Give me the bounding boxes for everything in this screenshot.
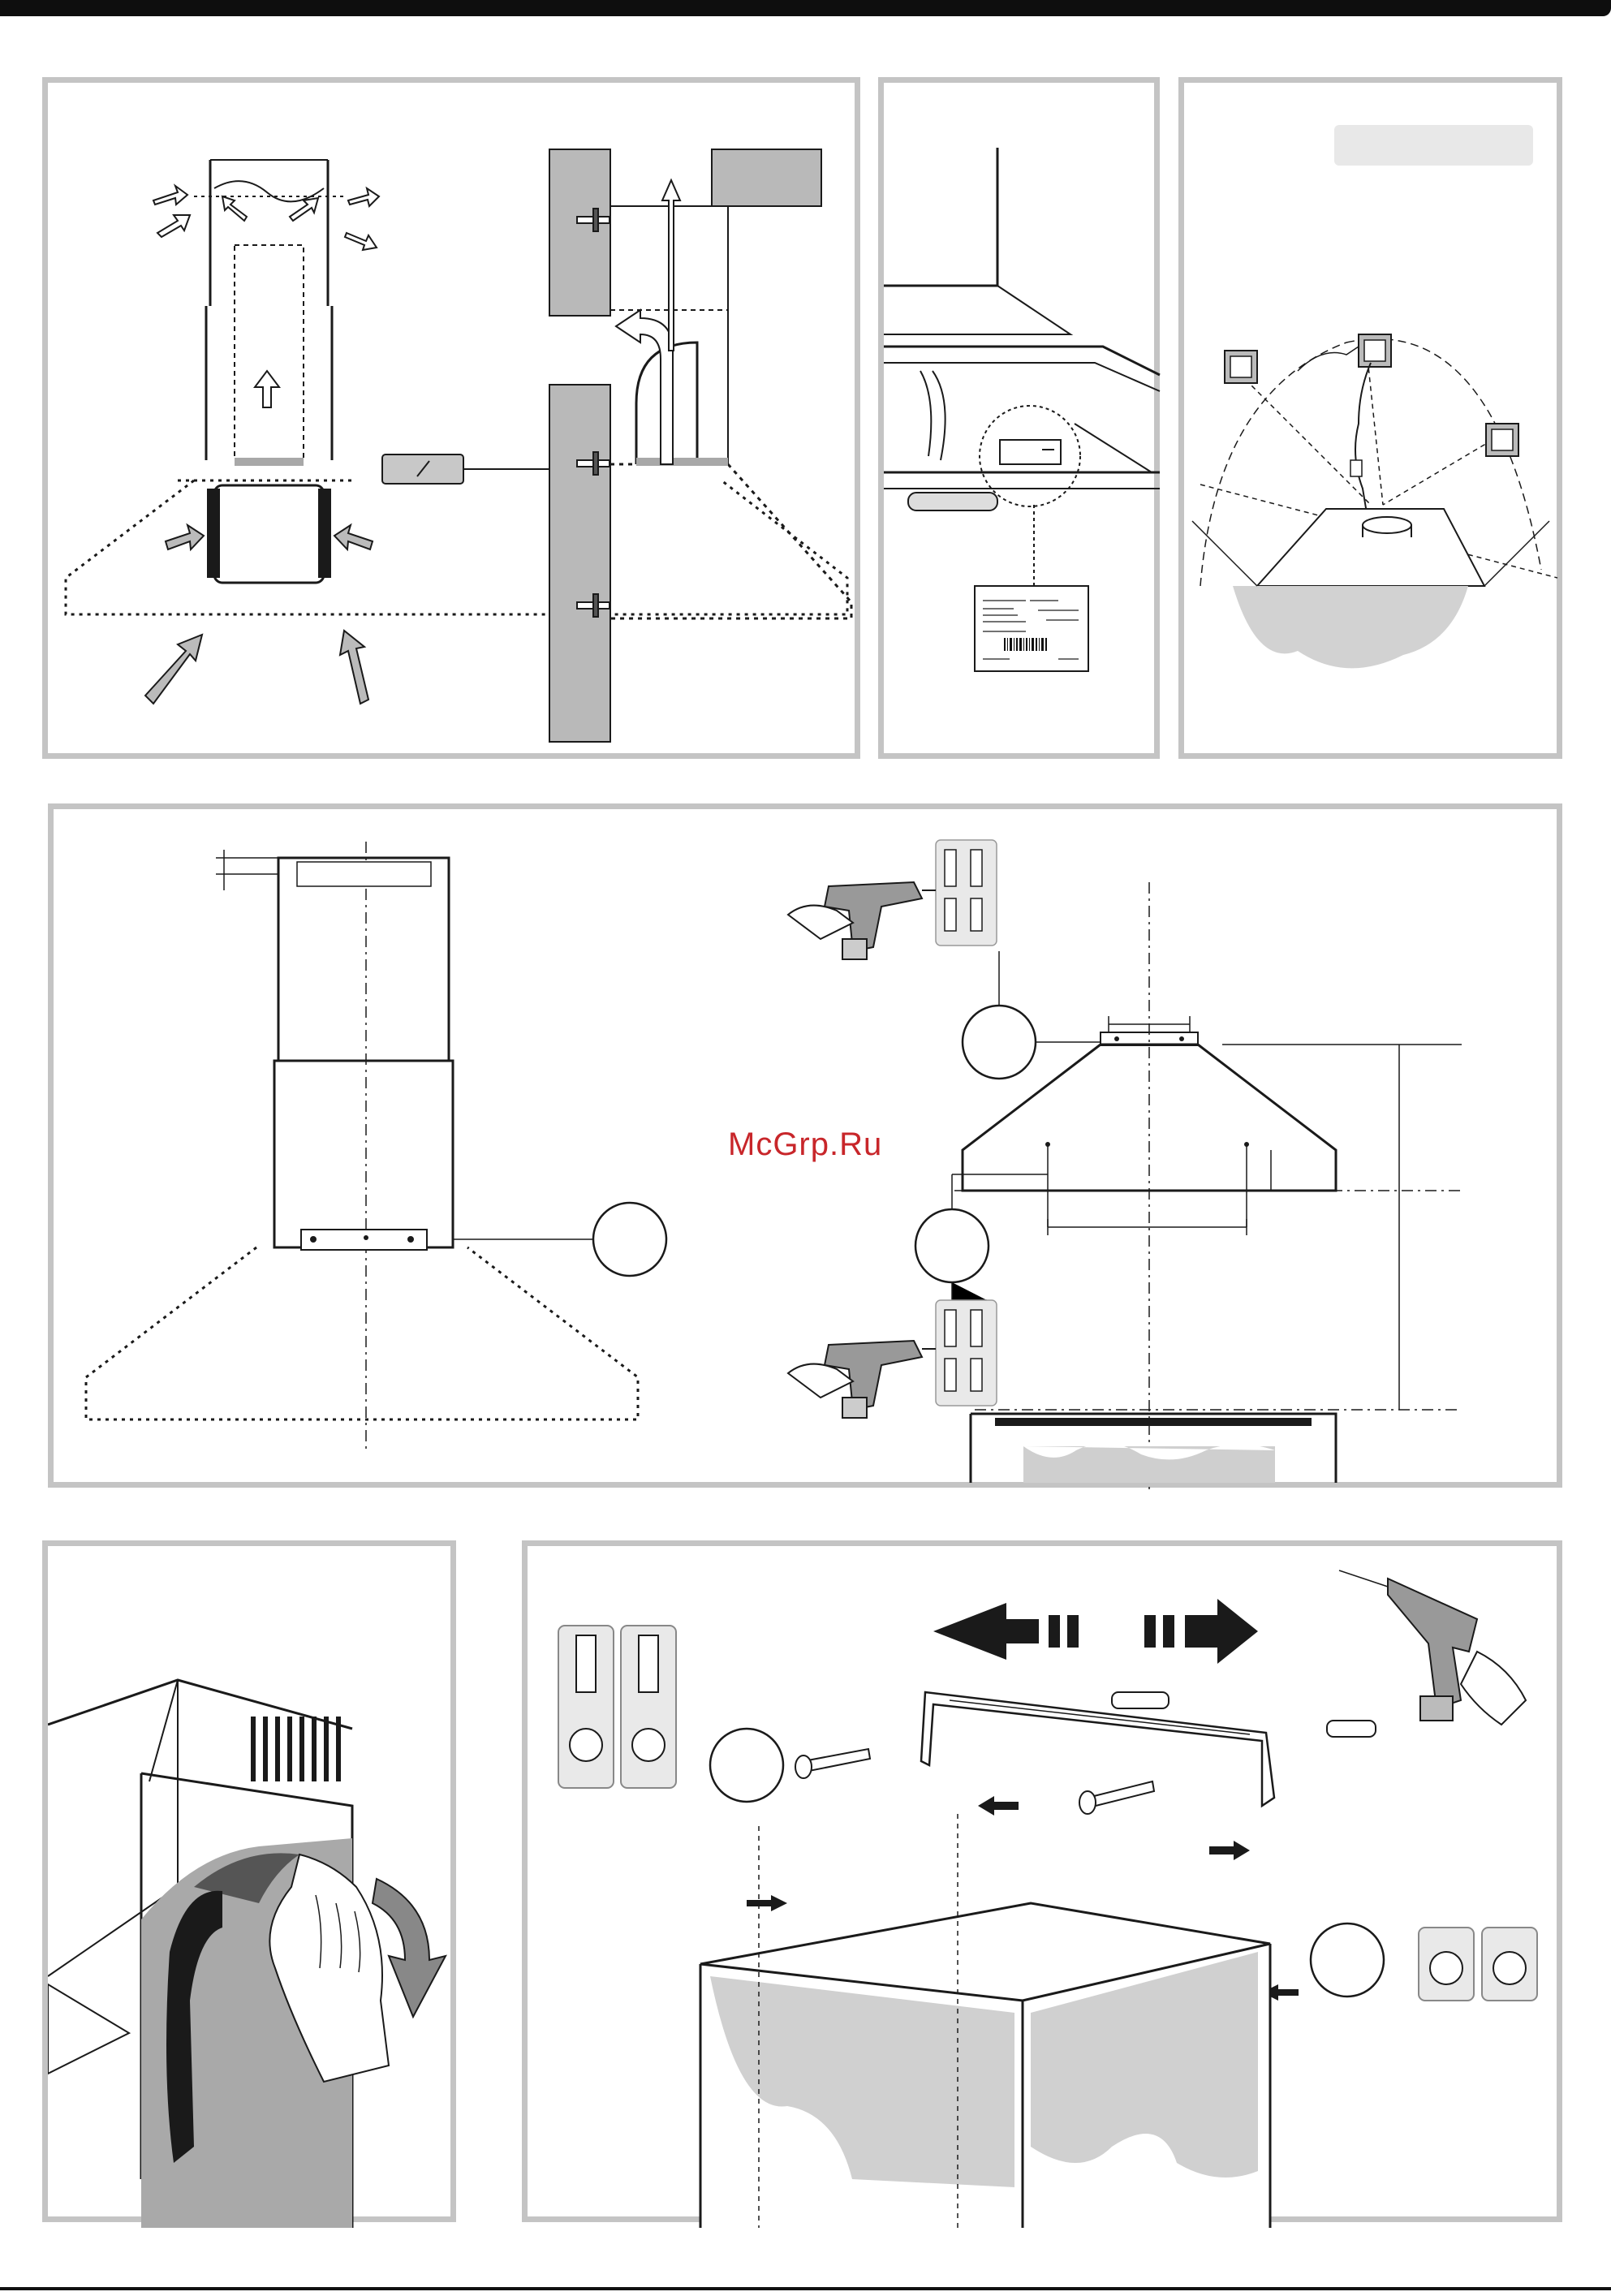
panel-electrical: [1178, 77, 1562, 759]
drill-icon: [1339, 1570, 1526, 1725]
screw-icon: [795, 1749, 1154, 1814]
voltage-badge: [1334, 125, 1533, 166]
wall-lower: [549, 385, 610, 742]
panel-airflow: [42, 77, 860, 759]
callout-circle: [593, 1203, 666, 1276]
watermark: McGrp.Ru: [728, 1126, 882, 1163]
peel-arrow-icon: [373, 1879, 446, 2017]
rating-plate-diagram: [884, 83, 1165, 765]
airflow-diagram: [48, 83, 866, 765]
callout-circle-top: [963, 1006, 1036, 1079]
panel-remove-film: [42, 1540, 456, 2222]
top-bracket: [297, 862, 431, 886]
wall-upper: [549, 149, 610, 316]
flow-arrows-icon: [616, 180, 680, 464]
wall-plug-icon: [558, 1626, 676, 1788]
hand-icon: [1298, 347, 1359, 371]
screw-icon: [1419, 1928, 1537, 2001]
airflow-arrows-icon: [145, 186, 379, 704]
ceiling-block: [712, 149, 821, 206]
callout-circle-left: [710, 1729, 783, 1802]
wall-bracket: [921, 1692, 1274, 1806]
direction-arrow-icon: [933, 1599, 1258, 1664]
top-rule: [0, 0, 1611, 16]
electrical-diagram: [1184, 83, 1568, 765]
remove-film-diagram: [48, 1546, 462, 2228]
bottom-rule: [0, 2287, 1611, 2290]
callout-circle-right: [1311, 1923, 1384, 1997]
filter-box-icon: [214, 485, 324, 583]
callout-circle-bottom: [915, 1209, 989, 1282]
panel-bracket-mount: [522, 1540, 1562, 2222]
rating-label-icon: [1000, 440, 1061, 464]
bracket-mount-diagram: [528, 1546, 1568, 2228]
panel-rating-plate: [878, 77, 1160, 759]
wall-plug-icon: [936, 840, 997, 1406]
